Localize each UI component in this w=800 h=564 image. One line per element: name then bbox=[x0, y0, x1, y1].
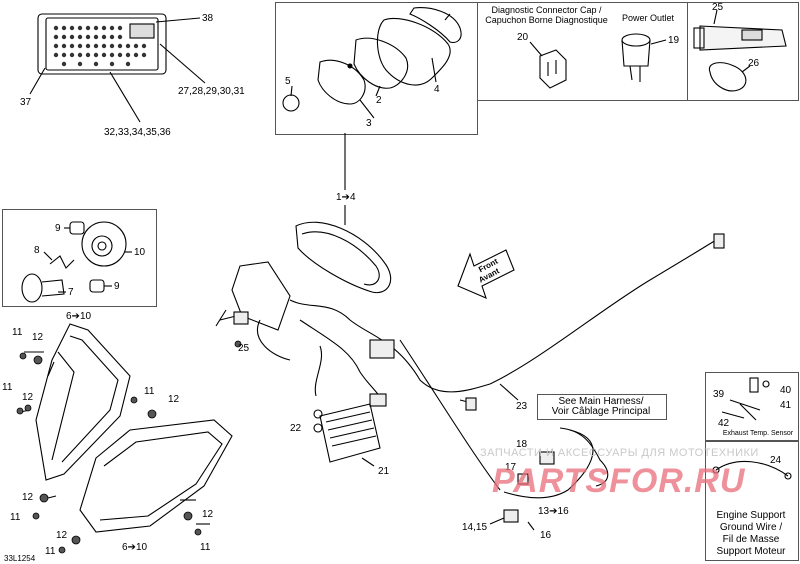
sealant-tube bbox=[693, 25, 787, 51]
callout-12e: 12 bbox=[56, 530, 68, 541]
gauge-parts bbox=[282, 7, 462, 112]
callout-11b: 11 bbox=[2, 382, 13, 393]
callout-4: 4 bbox=[434, 84, 440, 95]
front-arrow bbox=[457, 249, 515, 299]
power-outlet bbox=[621, 33, 651, 82]
exhaust-sensor-inset-box bbox=[705, 372, 799, 441]
callout-6-10a: 6➔10 bbox=[66, 311, 92, 322]
callout-25: 25 bbox=[712, 2, 724, 13]
callout-11e: 11 bbox=[45, 546, 56, 557]
wiring-harness bbox=[215, 261, 491, 407]
callout-38: 38 bbox=[202, 13, 214, 24]
see-main-harness-label-1: See Main Harness/ bbox=[558, 396, 644, 407]
watermark-line: ЗАПЧАСТИ И АКСЕССУАРЫ ДЛЯ МОТОТЕХНИКИ bbox=[480, 447, 759, 459]
callout-11f: 11 bbox=[200, 542, 211, 553]
callout-12c: 12 bbox=[168, 394, 180, 405]
diag-cap bbox=[539, 49, 567, 89]
engine-support-label-1: Engine Support bbox=[716, 510, 786, 521]
callout-21: 21 bbox=[378, 466, 390, 477]
callout-9a: 9 bbox=[55, 223, 61, 234]
callout-11c: 11 bbox=[144, 386, 155, 397]
sealant-inset-box bbox=[687, 2, 799, 101]
callout-23: 23 bbox=[516, 401, 528, 412]
callout-11d: 11 bbox=[10, 512, 21, 523]
callout-37: 37 bbox=[20, 97, 32, 108]
diag-cap-label-1: Diagnostic Connector Cap / bbox=[491, 5, 602, 15]
callout-13-16: 13➔16 bbox=[538, 506, 569, 517]
callout-18: 18 bbox=[516, 439, 528, 450]
callout-14-15: 14,15 bbox=[462, 522, 488, 533]
callout-40: 40 bbox=[780, 385, 792, 396]
exhaust-sensor-label: Exhaust Temp. Sensor bbox=[722, 430, 794, 437]
sensor-wire bbox=[399, 339, 501, 491]
callout-12d: 12 bbox=[22, 492, 34, 503]
main-harness-wire bbox=[489, 239, 717, 385]
engine-support-label-3: Fil de Masse bbox=[722, 534, 780, 545]
callout-17: 17 bbox=[505, 462, 517, 473]
engine-support-label-2: Ground Wire / bbox=[719, 522, 783, 533]
right-headlight bbox=[79, 419, 233, 533]
callout-19: 19 bbox=[668, 35, 680, 46]
callout-27-31: 27,28,29,30,31 bbox=[178, 86, 245, 97]
callout-39: 39 bbox=[713, 389, 725, 400]
callout-12f: 12 bbox=[202, 509, 214, 520]
callout-7: 7 bbox=[68, 287, 74, 298]
gauge-inset-box bbox=[275, 2, 478, 135]
callout-22: 22 bbox=[290, 423, 302, 434]
diagram-code: 33L1254 bbox=[4, 554, 36, 563]
callout-20: 20 bbox=[517, 32, 529, 43]
see-main-harness-box bbox=[537, 394, 667, 420]
headlight-inset-box bbox=[2, 209, 157, 307]
callout-3: 3 bbox=[366, 118, 372, 129]
callout-5: 5 bbox=[285, 76, 291, 87]
gauge-cluster bbox=[295, 221, 392, 294]
callout-11a: 11 bbox=[12, 327, 23, 338]
voltage-regulator bbox=[319, 403, 381, 463]
callout-26: 26 bbox=[748, 58, 760, 69]
left-headlight bbox=[35, 323, 131, 481]
watermark-logo: PARTSFOR.RU bbox=[492, 462, 746, 500]
ground-wire bbox=[715, 460, 789, 477]
callout-1-4: 1➔4 bbox=[336, 192, 356, 203]
diag-cap-label-2: Capuchon Borne Diagnostique bbox=[485, 15, 608, 25]
callout-9b: 9 bbox=[114, 281, 120, 292]
ecu-module bbox=[37, 13, 167, 75]
callout-12b: 12 bbox=[22, 392, 34, 403]
callout-25b: 25 bbox=[238, 343, 250, 354]
callout-8: 8 bbox=[34, 245, 40, 256]
callout-32-36: 32,33,34,35,36 bbox=[104, 127, 171, 138]
see-main-harness-label-2: Voir Câblage Principal bbox=[551, 406, 651, 417]
callout-6-10b: 6➔10 bbox=[122, 542, 148, 553]
callout-10: 10 bbox=[134, 247, 146, 258]
callout-24: 24 bbox=[770, 455, 782, 466]
power-outlet-label: Power Outlet bbox=[621, 13, 675, 23]
engine-support-label-4: Support Moteur bbox=[716, 546, 786, 557]
connector-inset-box bbox=[477, 2, 688, 101]
engine-support-inset-box bbox=[705, 441, 799, 561]
callout-2: 2 bbox=[376, 95, 382, 106]
callout-12a: 12 bbox=[32, 332, 44, 343]
exhaust-temp-sensor bbox=[721, 377, 770, 421]
callout-16: 16 bbox=[540, 530, 552, 541]
callout-41: 41 bbox=[780, 400, 792, 411]
hose-clamp bbox=[708, 62, 747, 92]
callout-42: 42 bbox=[718, 418, 730, 429]
headlight-bulb-parts bbox=[21, 221, 127, 303]
